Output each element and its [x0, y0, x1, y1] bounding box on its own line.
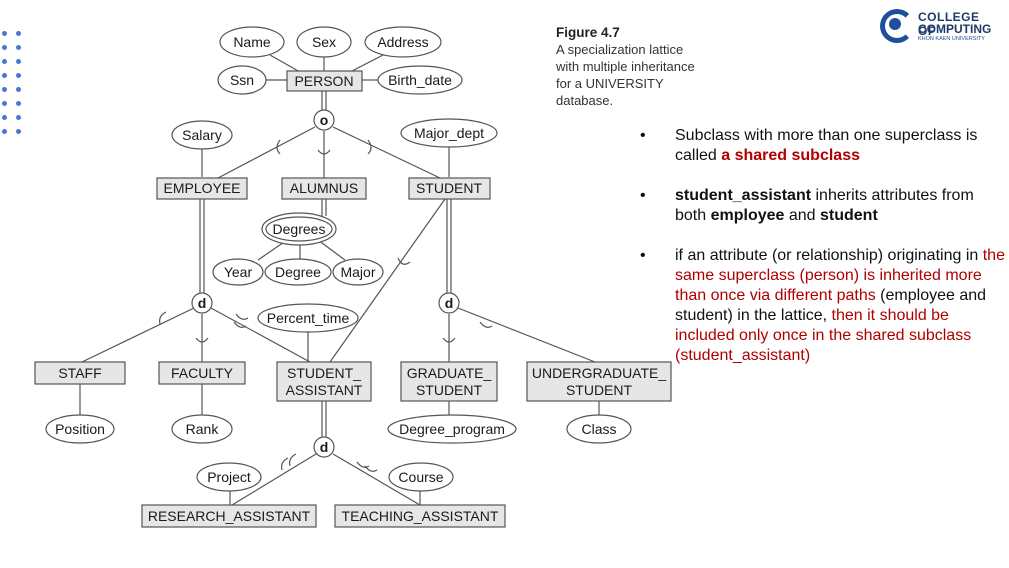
student-disjoint-symbol: d — [445, 295, 454, 311]
svg-text:Degree: Degree — [275, 264, 321, 280]
college-logo: COLLEGE OF COMPUTING KHON KAEN UNIVERSIT… — [880, 8, 1000, 46]
attr-position: Position — [45, 414, 115, 444]
svg-text:Ssn: Ssn — [230, 72, 254, 88]
logo-dot-icon — [889, 18, 901, 30]
svg-text:Major_dept: Major_dept — [414, 125, 484, 141]
entity-person: PERSON — [286, 70, 363, 92]
employee-disjoint-circle — [191, 292, 213, 314]
attr-address: Address — [364, 26, 442, 58]
svg-text:Birth_date: Birth_date — [388, 72, 452, 88]
svg-text:Rank: Rank — [186, 421, 220, 437]
bullet-item: • student_assistant inherits attributes … — [640, 187, 974, 224]
svg-text:Address: Address — [377, 34, 428, 50]
overlap-symbol: o — [320, 112, 329, 128]
bullet-dot-icon: • — [640, 187, 646, 204]
attr-degree: Degree — [264, 258, 332, 286]
entity-alumnus: ALUMNUS — [281, 177, 367, 200]
bullet-item: • Subclass with more than one superclass… — [640, 127, 978, 164]
entity-student-assistant: STUDENT_ ASSISTANT — [276, 361, 372, 402]
logo-line1: COLLEGE OF — [918, 10, 980, 38]
svg-text:STUDENT: STUDENT — [416, 382, 483, 398]
attr-salary: Salary — [171, 120, 233, 150]
svg-text:Project: Project — [207, 469, 251, 485]
figure-title: Figure 4.7 — [556, 25, 620, 40]
entity-research-assistant: RESEARCH_ASSISTANT — [141, 504, 317, 528]
svg-text:PERSON: PERSON — [294, 73, 353, 89]
attr-sex: Sex — [296, 26, 352, 58]
svg-text:TEACHING_ASSISTANT: TEACHING_ASSISTANT — [342, 508, 499, 524]
svg-text:STUDENT_: STUDENT_ — [287, 365, 361, 381]
svg-text:Class: Class — [581, 421, 616, 437]
svg-text:STUDENT: STUDENT — [566, 382, 633, 398]
svg-text:Name: Name — [233, 34, 271, 50]
attr-course: Course — [388, 462, 454, 492]
attr-project: Project — [196, 462, 262, 492]
svg-text:Sex: Sex — [312, 34, 336, 50]
attr-rank: Rank — [171, 414, 233, 444]
svg-text:ASSISTANT: ASSISTANT — [286, 382, 363, 398]
connector-lines — [79, 54, 600, 506]
eer-diagram: o d d d PERSON EMPLOYEE ALUMNUS STUDENT … — [34, 26, 672, 528]
attr-degrees: Degrees — [261, 212, 337, 246]
bullet-list: • Subclass with more than one superclass… — [640, 126, 1005, 386]
overlap-circle — [313, 109, 335, 131]
caption-line: for a UNIVERSITY — [556, 76, 664, 91]
attr-year: Year — [212, 258, 264, 286]
employee-disjoint-symbol: d — [198, 295, 207, 311]
logo-line3: KHON KAEN UNIVERSITY — [918, 36, 985, 42]
entity-faculty: FACULTY — [158, 361, 246, 385]
svg-text:Major: Major — [340, 264, 375, 280]
svg-text:STAFF: STAFF — [58, 365, 101, 381]
entity-undergraduate-student: UNDERGRADUATE_ STUDENT — [526, 361, 672, 402]
svg-text:GRADUATE_: GRADUATE_ — [407, 365, 492, 381]
caption-line: A specialization lattice — [556, 42, 684, 57]
attr-class: Class — [566, 414, 632, 444]
entity-student: STUDENT — [408, 177, 491, 200]
entity-graduate-student: GRADUATE_ STUDENT — [400, 361, 498, 402]
svg-text:Position: Position — [55, 421, 105, 437]
attr-name: Name — [219, 26, 285, 58]
assistant-disjoint-circle — [313, 436, 335, 458]
attr-major: Major — [332, 258, 384, 286]
svg-text:STUDENT: STUDENT — [416, 180, 483, 196]
svg-text:EMPLOYEE: EMPLOYEE — [163, 180, 240, 196]
assistant-disjoint-symbol: d — [320, 439, 329, 455]
bullet-dot-icon: • — [640, 247, 646, 264]
figure-caption: Figure 4.7 A specialization lattice with… — [556, 24, 726, 109]
entity-staff: STAFF — [34, 361, 126, 385]
bullet-dot-icon: • — [640, 127, 646, 144]
svg-text:ALUMNUS: ALUMNUS — [290, 180, 358, 196]
attr-ssn: Ssn — [217, 65, 267, 95]
student-disjoint-circle — [438, 292, 460, 314]
svg-text:FACULTY: FACULTY — [171, 365, 234, 381]
svg-text:Course: Course — [398, 469, 443, 485]
svg-text:UNDERGRADUATE_: UNDERGRADUATE_ — [532, 365, 667, 381]
attr-percent-time: Percent_time — [257, 303, 359, 333]
caption-line: with multiple inheritance — [556, 59, 695, 74]
logo-line2: COMPUTING — [918, 22, 992, 36]
svg-text:Degree_program: Degree_program — [399, 421, 505, 437]
svg-text:Salary: Salary — [182, 127, 222, 143]
entity-teaching-assistant: TEACHING_ASSISTANT — [334, 504, 506, 528]
entity-employee: EMPLOYEE — [156, 177, 248, 200]
svg-text:Percent_time: Percent_time — [267, 310, 350, 326]
bullet-item: • if an attribute (or relationship) orig… — [640, 247, 1005, 364]
svg-text:Degrees: Degrees — [273, 221, 326, 237]
attr-major-dept: Major_dept — [400, 118, 498, 148]
attr-degree-program: Degree_program — [387, 414, 517, 444]
logo-ring-icon — [880, 9, 914, 43]
caption-line: database. — [556, 93, 614, 108]
svg-text:Year: Year — [224, 264, 253, 280]
svg-text:RESEARCH_ASSISTANT: RESEARCH_ASSISTANT — [148, 508, 311, 524]
attr-birth-date: Birth_date — [377, 65, 463, 95]
